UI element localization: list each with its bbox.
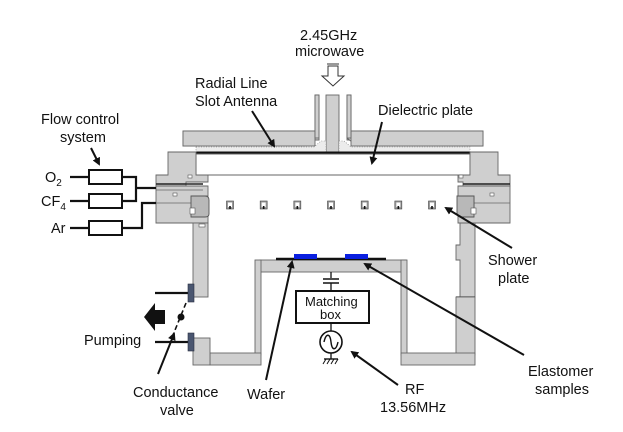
microwave-arrow-icon <box>320 63 346 87</box>
antenna-arrow-icon <box>251 110 276 148</box>
shower-nozzle <box>226 200 234 210</box>
wafer-label: Wafer <box>247 387 285 403</box>
gas-label-ar: Ar <box>51 221 66 237</box>
antenna-label-line1: Radial Line <box>195 76 268 92</box>
dielectric-label: Dielectric plate <box>378 103 473 119</box>
gas-label-o2: O2 <box>45 170 62 189</box>
rf-circuit: Matching box <box>295 272 370 365</box>
shower-nozzle <box>394 200 403 210</box>
left-wall <box>155 151 210 298</box>
pumping-label: Pumping <box>84 333 141 349</box>
dielectric-arrow-icon <box>369 121 383 165</box>
elastomer-sample-2 <box>345 254 368 259</box>
labels: Radial Line Slot Antenna Dielectric plat… <box>41 76 593 419</box>
ground-icon <box>322 353 339 365</box>
dielectric-plate <box>195 153 471 176</box>
shower-plate-arrow-icon <box>444 206 513 249</box>
shower-plate-nozzles <box>226 200 436 210</box>
pumping-arrow-icon <box>144 303 165 331</box>
matching-box-label-line1: Matching <box>305 294 358 309</box>
mfc-cf4 <box>88 193 123 209</box>
ac-source-icon <box>319 330 343 354</box>
matching-box <box>295 290 370 324</box>
gas-supply <box>70 169 156 236</box>
shower-plate-label-line1: Shower <box>488 253 537 269</box>
shower-nozzle <box>259 200 268 210</box>
right-wall <box>455 151 511 298</box>
leader-arrows <box>90 110 525 386</box>
microwave-label-line1: 2.45GHz <box>300 28 357 44</box>
elastomer-label-line2: samples <box>535 382 589 398</box>
mfc-o2 <box>88 169 123 185</box>
pumping-port <box>144 283 195 352</box>
top-lid <box>182 94 484 147</box>
microwave-label-line2: microwave <box>295 44 364 60</box>
matching-box-label-line2: box <box>320 307 341 322</box>
mfc-ar <box>88 220 123 236</box>
gas-label-cf4: CF4 <box>41 194 66 213</box>
conductance-valve-arrow-icon <box>157 332 176 375</box>
elastomer-label-line1: Elastomer <box>528 364 593 380</box>
flow-control-arrow-icon <box>90 147 100 166</box>
flow-control-label-line1: Flow control <box>41 112 119 128</box>
shower-nozzle <box>293 200 302 210</box>
shower-nozzle <box>360 200 369 210</box>
microwave-input: 2.45GHz microwave <box>295 28 364 87</box>
flow-control-label-line2: system <box>60 130 106 146</box>
shower-plate-label-line2: plate <box>498 271 529 287</box>
conductance-valve-label-line2: valve <box>160 403 194 419</box>
lower-chamber <box>192 259 476 366</box>
valve-flange-bottom <box>187 332 195 352</box>
rf-arrow-icon <box>350 350 399 386</box>
rf-label-line2: 13.56MHz <box>380 400 446 416</box>
elastomer-arrow-icon <box>363 263 525 356</box>
antenna-label-line2: Slot Antenna <box>195 94 278 110</box>
rf-label-line1b: RF <box>405 382 424 398</box>
wafer-stage <box>276 254 386 261</box>
wafer-arrow-icon <box>265 260 295 381</box>
valve-flange-top <box>187 283 195 303</box>
radial-line-slot-antenna <box>190 140 478 154</box>
shower-nozzle <box>428 200 436 210</box>
conductance-valve-label-line1: Conductance <box>133 385 218 401</box>
shower-nozzle <box>327 200 335 210</box>
elastomer-sample-1 <box>294 254 317 259</box>
